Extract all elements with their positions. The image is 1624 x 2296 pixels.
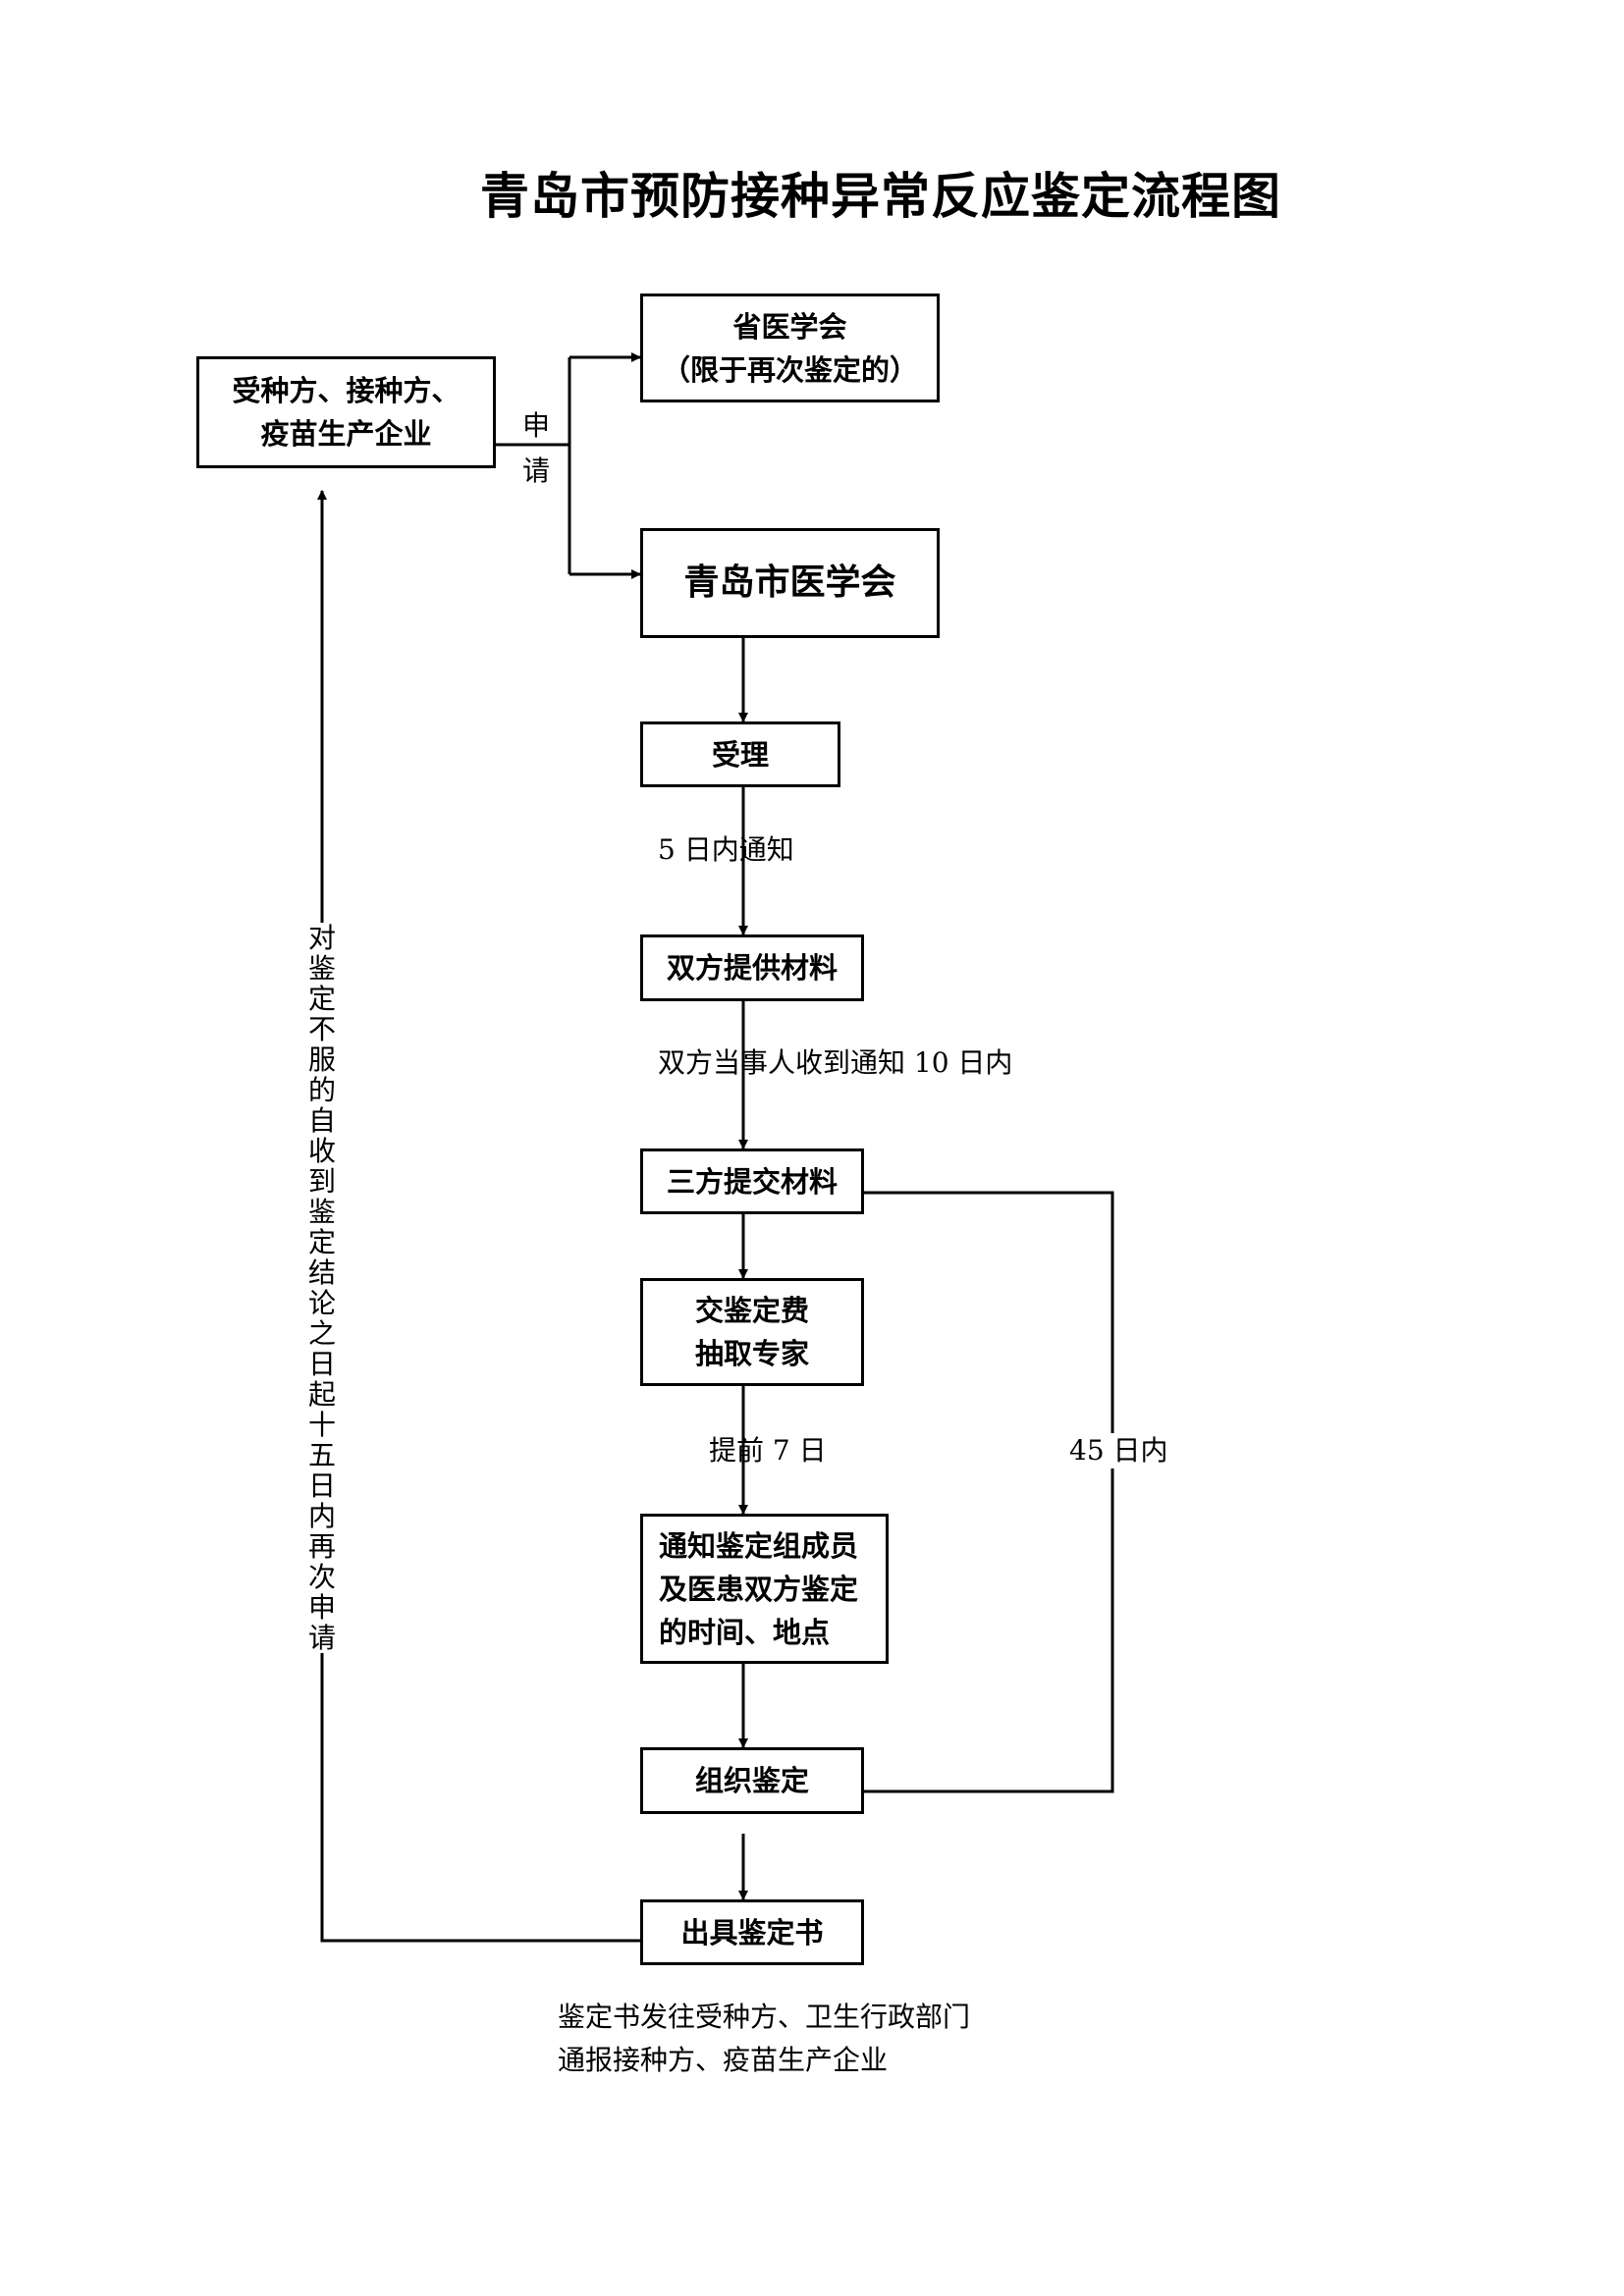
apply-char-2: 请 bbox=[521, 454, 550, 487]
page-title: 青岛市预防接种异常反应鉴定流程图 bbox=[480, 168, 1281, 225]
provide-materials-box: 双方提供材料 bbox=[640, 934, 864, 1001]
apply-char-1: 申 bbox=[521, 409, 550, 442]
ten-days-label: 双方当事人收到通知 10 日内 bbox=[658, 1046, 1013, 1079]
reapply-char: 鉴 bbox=[307, 952, 336, 985]
accept-box: 受理 bbox=[640, 721, 840, 787]
reapply-label: 对 鉴 定 不 服 的 自 收 到 鉴 定 结 论 之 日 起 十 五 日 内 … bbox=[305, 923, 339, 1653]
reapply-char: 次 bbox=[307, 1561, 336, 1593]
reapply-char: 收 bbox=[307, 1135, 336, 1167]
reapply-char: 日 bbox=[307, 1469, 336, 1502]
issue-report-box: 出具鉴定书 bbox=[640, 1899, 864, 1965]
distribution-note: 鉴定书发往受种方、卫生行政部门 通报接种方、疫苗生产企业 bbox=[558, 1996, 970, 2082]
reapply-char: 之 bbox=[307, 1317, 336, 1350]
reapply-char: 五 bbox=[307, 1439, 336, 1471]
reapply-loop-arrow bbox=[317, 490, 643, 1943]
city-medical-association-box: 青岛市医学会 bbox=[640, 528, 940, 638]
city-label: 青岛市医学会 bbox=[683, 562, 896, 603]
reapply-char: 自 bbox=[307, 1104, 336, 1137]
reapply-char: 再 bbox=[307, 1530, 336, 1563]
reapply-char: 起 bbox=[307, 1378, 336, 1411]
submit-materials-box: 三方提交材料 bbox=[640, 1148, 864, 1214]
reapply-char: 鉴 bbox=[307, 1196, 336, 1228]
reapply-char: 对 bbox=[307, 922, 336, 954]
reapply-char: 十 bbox=[307, 1409, 336, 1441]
seven-days-label: 提前 7 日 bbox=[709, 1434, 827, 1467]
notify-line-3: 的时间、地点 bbox=[659, 1615, 831, 1649]
forty-five-day-loop bbox=[864, 1191, 1114, 1793]
fee-experts-box: 交鉴定费 抽取专家 bbox=[640, 1278, 864, 1386]
fee-line-1: 交鉴定费 bbox=[694, 1294, 809, 1327]
fee-line-2: 抽取专家 bbox=[694, 1337, 809, 1370]
applicants-box: 受种方、接种方、 疫苗生产企业 bbox=[196, 356, 496, 468]
reapply-char: 不 bbox=[307, 1013, 336, 1045]
notify-box: 通知鉴定组成员 及医患双方鉴定 的时间、地点 bbox=[640, 1514, 889, 1664]
reapply-char: 结 bbox=[307, 1256, 336, 1289]
notify-line-2: 及医患双方鉴定 bbox=[659, 1572, 859, 1606]
forty-five-days-label: 45 日内 bbox=[1067, 1433, 1170, 1468]
organize-box: 组织鉴定 bbox=[640, 1747, 864, 1814]
submit-materials-label: 三方提交材料 bbox=[666, 1164, 838, 1199]
distribution-line-1: 鉴定书发往受种方、卫生行政部门 bbox=[558, 2001, 971, 2033]
notify-line-1: 通知鉴定组成员 bbox=[659, 1528, 859, 1563]
organize-label: 组织鉴定 bbox=[694, 1764, 809, 1797]
distribution-line-2: 通报接种方、疫苗生产企业 bbox=[558, 2044, 889, 2076]
reapply-char: 日 bbox=[307, 1348, 336, 1380]
apply-label: 申 请 bbox=[519, 403, 553, 494]
reapply-char: 申 bbox=[307, 1591, 336, 1624]
issue-label: 出具鉴定书 bbox=[680, 1915, 824, 1949]
reapply-char: 请 bbox=[307, 1622, 336, 1654]
applicants-line-2: 疫苗生产企业 bbox=[260, 417, 432, 451]
reapply-char: 服 bbox=[307, 1043, 336, 1076]
provincial-line-2: （限于再次鉴定的） bbox=[661, 352, 918, 387]
reapply-char: 内 bbox=[307, 1500, 336, 1532]
applicants-line-1: 受种方、接种方、 bbox=[232, 374, 460, 407]
provincial-line-1: 省医学会 bbox=[732, 309, 847, 344]
accept-label: 受理 bbox=[711, 737, 769, 772]
reapply-char: 到 bbox=[307, 1165, 336, 1198]
provincial-medical-association-box: 省医学会 （限于再次鉴定的） bbox=[640, 294, 940, 402]
reapply-char: 的 bbox=[307, 1074, 336, 1106]
reapply-char: 定 bbox=[307, 983, 336, 1015]
reapply-char: 定 bbox=[307, 1226, 336, 1258]
five-days-label: 5 日内通知 bbox=[658, 833, 794, 866]
reapply-char: 论 bbox=[307, 1287, 336, 1319]
provide-materials-label: 双方提供材料 bbox=[666, 951, 838, 985]
